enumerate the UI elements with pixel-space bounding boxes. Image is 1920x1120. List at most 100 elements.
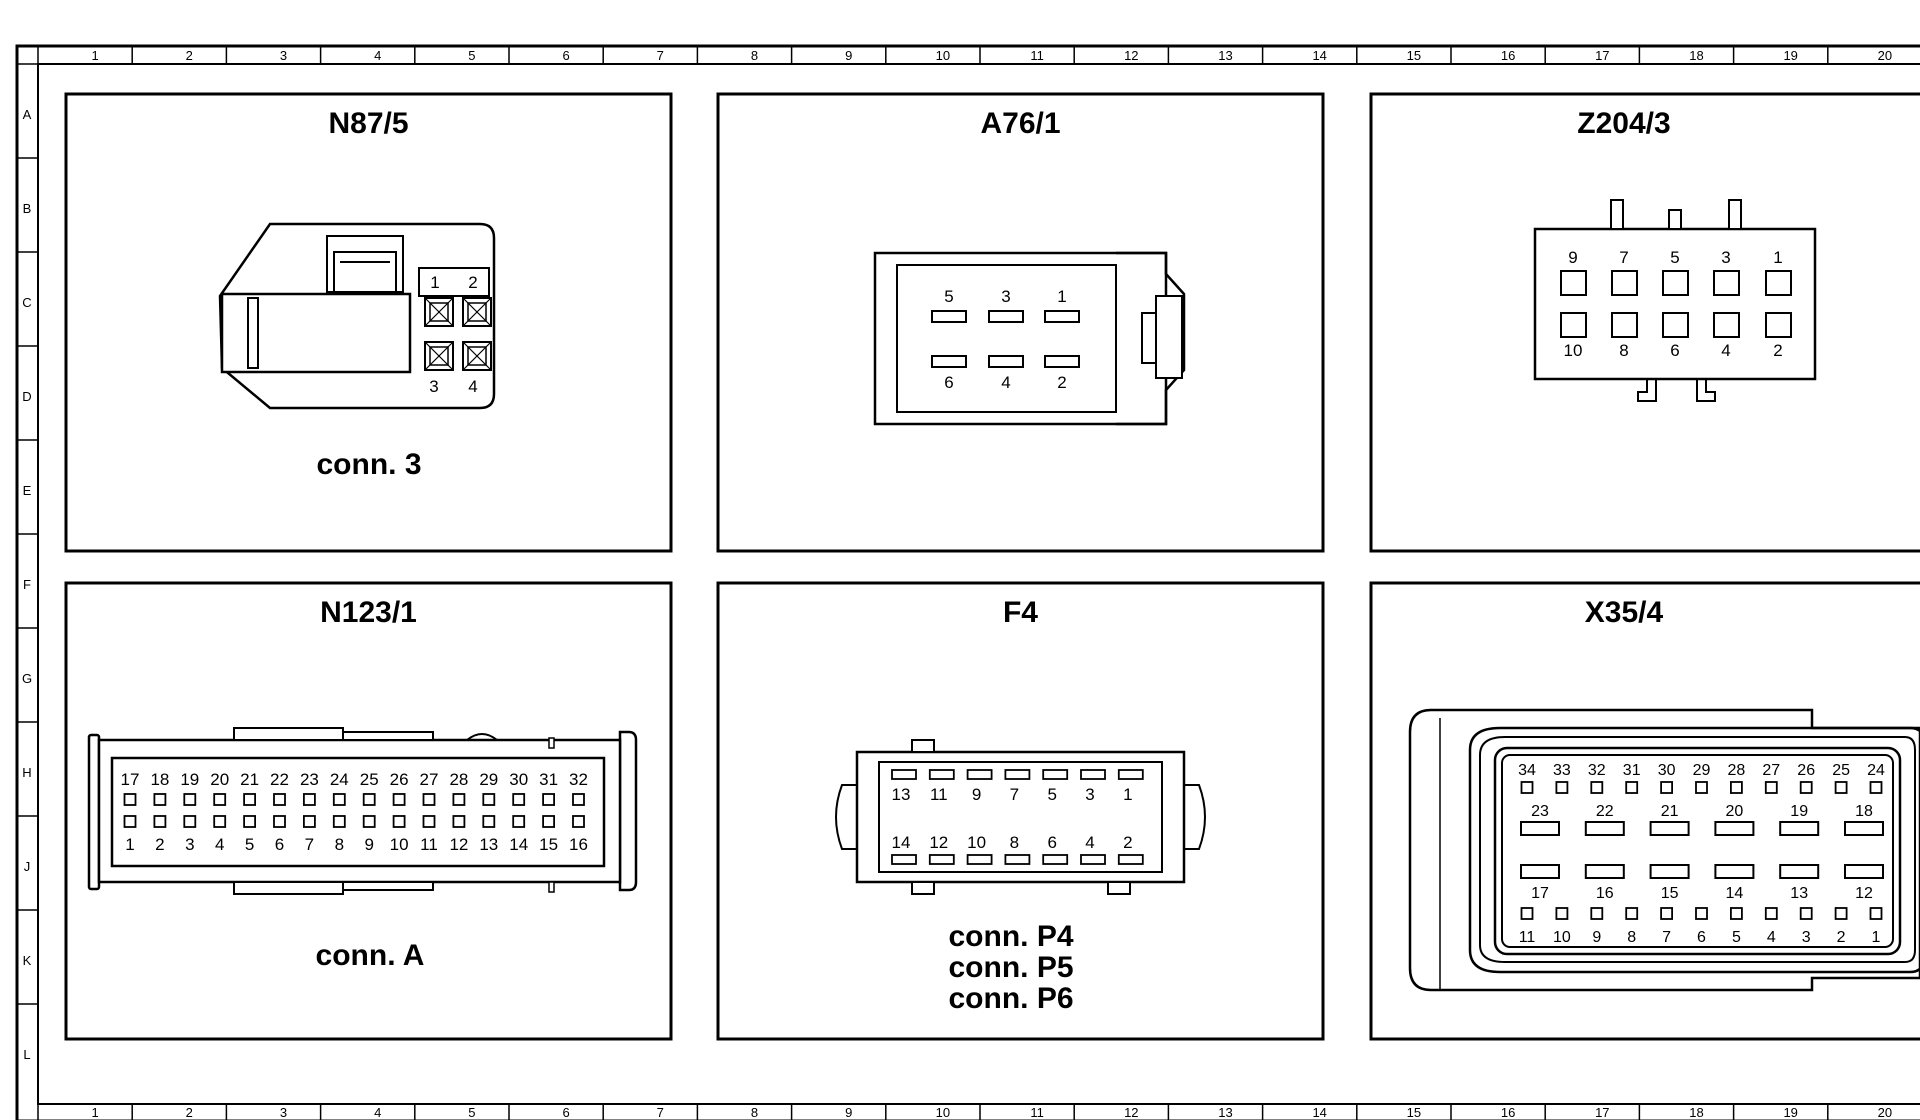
pin-label: 19 — [1790, 803, 1808, 820]
housing-outline — [1408, 708, 1920, 992]
pin-label: 2 — [1057, 373, 1066, 392]
column-label-top: 2 — [186, 48, 193, 63]
contact-block-inner — [1501, 754, 1894, 948]
pin-cavity — [273, 815, 286, 828]
pin-label: 28 — [449, 770, 468, 789]
column-label-bottom: 11 — [1030, 1105, 1044, 1120]
column-label-top: 5 — [468, 48, 475, 63]
pin-label: 4 — [1085, 833, 1094, 852]
pin-label: 30 — [1658, 762, 1676, 779]
pin-cavity — [332, 793, 346, 806]
pin-cavity — [302, 793, 316, 806]
pin-label: 5 — [245, 835, 254, 854]
pin-slot — [966, 769, 993, 780]
pin-cavity — [1560, 270, 1587, 296]
pin-label: 6 — [944, 373, 953, 392]
pin-label: 5 — [1047, 785, 1056, 804]
pin-label: 9 — [364, 835, 373, 854]
pin-cavity — [482, 815, 496, 828]
bottom-tab — [1637, 379, 1657, 402]
pin-cavity — [1765, 270, 1792, 296]
column-label-bottom: 10 — [936, 1105, 950, 1120]
pin-label: 4 — [1767, 929, 1776, 946]
pin-label: 8 — [1010, 833, 1019, 852]
panel-title: A76/1 — [980, 107, 1060, 140]
pin-label: 12 — [449, 835, 468, 854]
column-label-bottom: 7 — [657, 1105, 664, 1120]
pin-label: 10 — [1564, 341, 1583, 360]
column-label-bottom: 14 — [1312, 1105, 1326, 1120]
connector-panel-n123: N123/11711821932042152262372482592610271… — [64, 581, 673, 1041]
pin-label: 9 — [1592, 929, 1601, 946]
pin-label: 3 — [1802, 929, 1811, 946]
pin-cavity — [123, 793, 137, 806]
housing-outline — [218, 222, 496, 410]
pin-cavity — [1730, 907, 1743, 920]
pin-label: 6 — [1047, 833, 1056, 852]
top-tab — [1610, 199, 1624, 230]
pin-label: 13 — [892, 785, 911, 804]
pin-label: 15 — [1661, 885, 1679, 902]
pin-slot — [928, 854, 955, 865]
row-label: J — [24, 859, 31, 874]
pin-label: 31 — [1623, 762, 1641, 779]
latch-tab — [1141, 312, 1157, 364]
pin-cavity — [1560, 312, 1587, 338]
pin-label: 22 — [1596, 803, 1614, 820]
pin-label: 13 — [1790, 885, 1808, 902]
pin-label: 27 — [420, 770, 439, 789]
pin-cavity — [1660, 907, 1673, 920]
pin-label: 29 — [1693, 762, 1711, 779]
pin-label: 9 — [972, 785, 981, 804]
top-tab — [1668, 209, 1682, 230]
pin-label: 20 — [1726, 803, 1744, 820]
column-label-bottom: 13 — [1218, 1105, 1232, 1120]
panel-title: X35/4 — [1585, 596, 1664, 629]
column-label-top: 17 — [1595, 48, 1609, 63]
pin-label: 1 — [1773, 248, 1782, 267]
pin-label: 16 — [569, 835, 588, 854]
column-label-bottom: 20 — [1878, 1105, 1892, 1120]
row-label: K — [23, 953, 32, 968]
pin-cross — [424, 341, 454, 371]
panel-title: F4 — [1003, 596, 1038, 629]
connector-panel-x35: X35/434113310329318307296285274263252241… — [1369, 581, 1920, 1041]
row-label: B — [23, 201, 32, 216]
pin-label: 6 — [1697, 929, 1706, 946]
pin-label: 1 — [1872, 929, 1881, 946]
connector-label: conn. 3 — [316, 448, 421, 481]
connector-label: conn. P5 — [948, 951, 1073, 984]
pin-label: 10 — [390, 835, 409, 854]
pin-slot — [1584, 821, 1625, 836]
bottom-tab — [1107, 881, 1131, 895]
top-tab — [1728, 199, 1742, 230]
column-label-bottom: 16 — [1501, 1105, 1515, 1120]
column-label-bottom: 9 — [845, 1105, 852, 1120]
column-label-top: 3 — [280, 48, 287, 63]
pin-slot — [1117, 769, 1144, 780]
pin-cavity — [512, 793, 526, 806]
pin-cavity — [1662, 270, 1689, 296]
pin-slot — [1080, 854, 1106, 865]
column-label-top: 10 — [936, 48, 950, 63]
top-rib-step — [342, 731, 434, 741]
pin-label: 28 — [1728, 762, 1746, 779]
pin-label: 5 — [1732, 929, 1741, 946]
pin-cavity — [1695, 907, 1708, 920]
column-label-top: 6 — [562, 48, 569, 63]
column-label-top: 11 — [1030, 48, 1044, 63]
pin-cavity — [302, 815, 316, 828]
row-label: L — [23, 1047, 30, 1062]
pin-cavity — [1611, 270, 1638, 296]
pin-cavity — [1590, 907, 1604, 920]
pin-label: 31 — [539, 770, 558, 789]
pin-slot — [891, 769, 917, 780]
pin-label: 5 — [1670, 248, 1679, 267]
pin-cavity — [1799, 781, 1813, 794]
pin-label: 7 — [1010, 785, 1019, 804]
pin-slot — [1649, 864, 1690, 879]
end-cap-left — [87, 733, 101, 891]
column-label-top: 7 — [657, 48, 664, 63]
pin-cavity — [1590, 781, 1604, 794]
frame-inner — [37, 63, 1920, 1105]
